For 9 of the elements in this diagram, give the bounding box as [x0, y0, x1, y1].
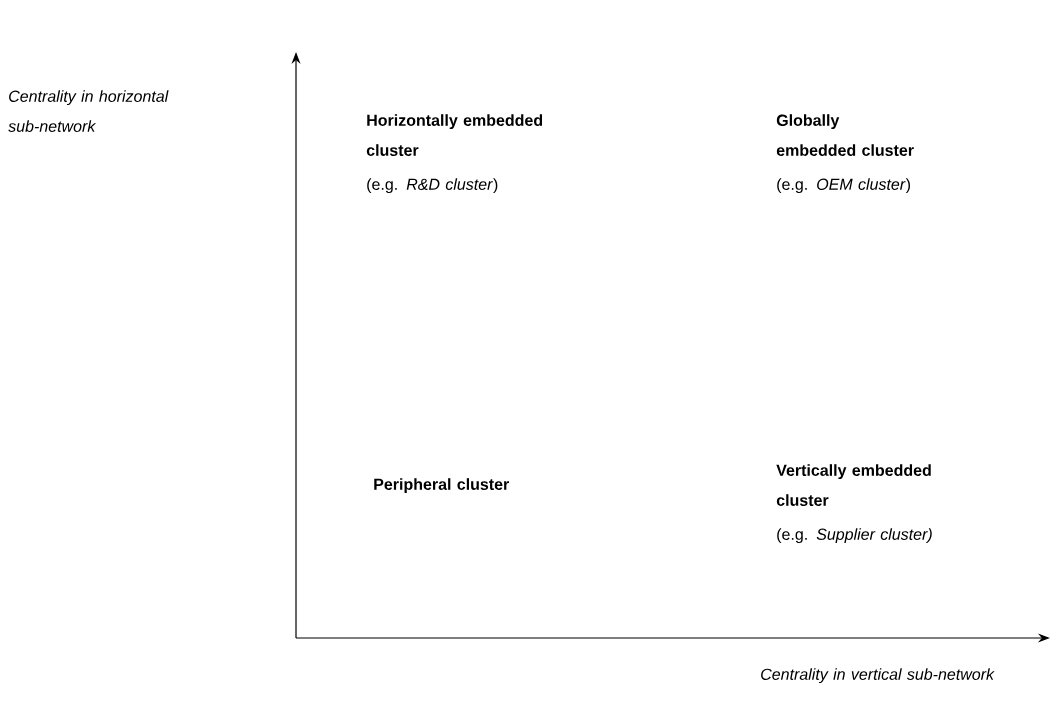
quadrant-heading: Vertically embedded cluster: [776, 464, 931, 506]
quadrant-note: (e.g. R&D cluster): [367, 178, 498, 194]
axis-label: Centrality in vertical sub-network: [761, 668, 995, 684]
quadrant-heading: Peripheral cluster: [374, 478, 509, 494]
quadrant-heading: Horizontally embedded cluster: [366, 114, 543, 156]
axis-label: Centrality in horizontal sub-network: [8, 90, 169, 132]
quadrant-note: (e.g. OEM cluster): [777, 178, 910, 194]
quadrant-heading: Globally embedded cluster: [776, 114, 914, 156]
quadrant-note: (e.g. Supplier cluster): [777, 528, 932, 544]
